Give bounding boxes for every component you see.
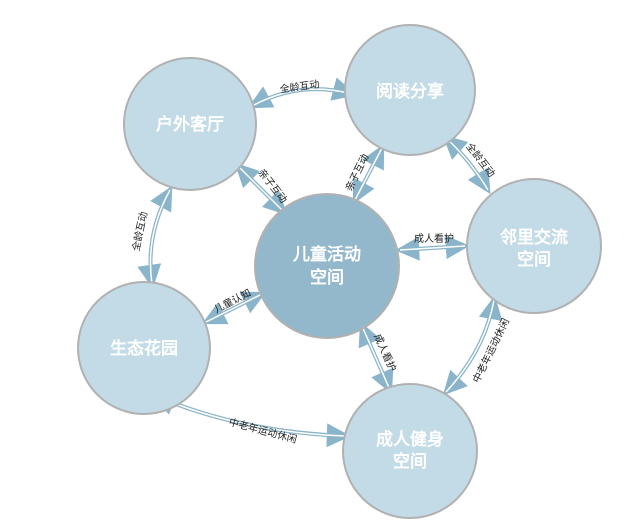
label-children-space-line1: 儿童活动 <box>292 244 361 265</box>
label-eco-garden: 生态花园 <box>110 338 178 359</box>
label-children-space-line2: 空间 <box>310 267 344 288</box>
connector-neighbor-fitness <box>442 295 503 396</box>
edge-label-outdoor-reading: 全龄互动 <box>279 77 320 95</box>
node-label-group: 户外客厅 阅读分享 邻里交流 空间 儿童活动 空间 生态花园 成人健身 空间 <box>110 81 568 472</box>
edge-label-children-neighbor: 成人看护 <box>414 232 454 245</box>
label-adult-fitness-line1: 成人健身 <box>376 429 444 450</box>
label-neighbor-space-line2: 空间 <box>517 249 551 270</box>
label-neighbor-space-line1: 邻里交流 <box>500 227 568 248</box>
edge-label-outdoor-garden: 全龄互动 <box>129 210 150 252</box>
node-children-space <box>254 193 400 339</box>
label-outdoor-lounge: 户外客厅 <box>156 114 224 135</box>
label-reading-share: 阅读分享 <box>376 81 444 102</box>
node-reading-share <box>344 24 476 156</box>
node-outdoor-lounge <box>123 57 257 191</box>
node-group <box>77 24 602 519</box>
label-adult-fitness-line2: 空间 <box>393 451 427 472</box>
node-adult-fitness <box>342 383 478 519</box>
node-eco-garden <box>77 281 211 415</box>
node-neighbor-space <box>466 178 602 314</box>
